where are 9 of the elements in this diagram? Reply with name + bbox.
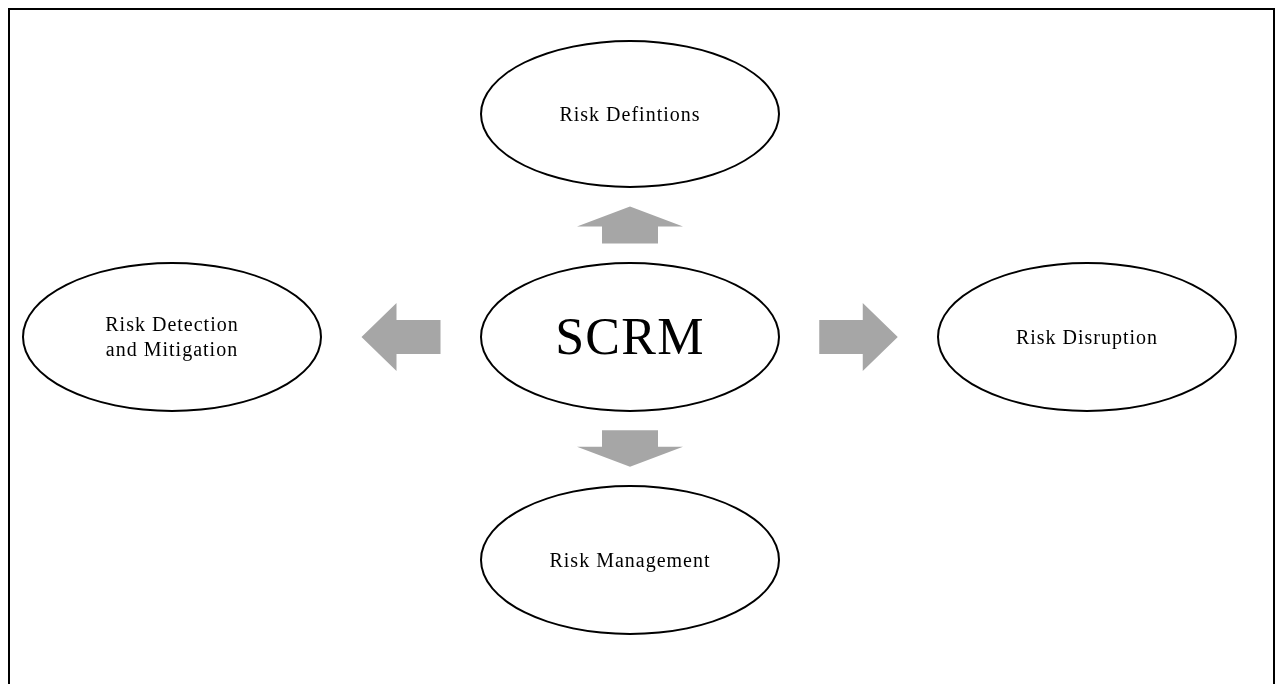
block-arrow	[819, 303, 898, 371]
node-label: SCRM	[555, 311, 705, 363]
node-label: Risk Detection and Mitigation	[104, 312, 240, 362]
block-arrow	[577, 430, 683, 467]
node-label: Risk Disruption	[1015, 324, 1159, 350]
block-arrow	[361, 303, 441, 371]
node-label: Risk Defintions	[559, 101, 701, 127]
block-arrow	[577, 206, 683, 244]
node-label: Risk Management	[549, 547, 711, 573]
